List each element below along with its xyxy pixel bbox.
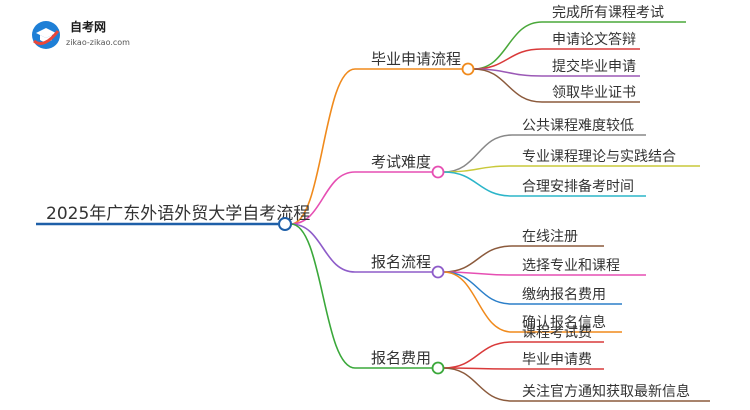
leaf-node-label[interactable]: 公共课程难度较低 bbox=[522, 118, 634, 134]
root-node-circle[interactable] bbox=[278, 217, 292, 231]
branch-edge bbox=[290, 68, 356, 225]
leaf-edge bbox=[443, 367, 513, 402]
leaf-edge bbox=[443, 171, 513, 197]
branch-edge bbox=[290, 171, 356, 225]
branch-node-circle[interactable] bbox=[461, 62, 475, 76]
branch-node-circle[interactable] bbox=[431, 265, 445, 279]
leaf-edge bbox=[473, 21, 543, 70]
leaf-node-label[interactable]: 申请论文答辩 bbox=[552, 31, 636, 48]
leaf-node-label[interactable]: 完成所有课程考试 bbox=[552, 5, 664, 21]
branch-node-circle[interactable] bbox=[431, 361, 445, 375]
leaf-edge bbox=[443, 341, 513, 369]
edges-layer bbox=[36, 21, 710, 402]
leaf-edge bbox=[443, 245, 513, 273]
branch-node-label[interactable]: 报名费用 bbox=[371, 349, 431, 367]
branch-edge bbox=[290, 223, 356, 273]
leaf-edge bbox=[473, 48, 543, 70]
leaf-edge bbox=[443, 165, 513, 173]
leaf-node-label[interactable]: 专业课程理论与实践结合 bbox=[522, 149, 676, 165]
leaf-node-label[interactable]: 在线注册 bbox=[522, 229, 578, 245]
logo-title: 自考网 bbox=[70, 20, 107, 34]
branch-node-label[interactable]: 报名流程 bbox=[371, 253, 431, 271]
leaf-node-label[interactable]: 领取毕业证书 bbox=[552, 85, 636, 101]
branch-edge bbox=[290, 223, 356, 369]
nodes-layer: 2025年广东外语外贸大学自考流程 毕业申请流程 完成所有课程考试申请论文答辩提交毕… bbox=[46, 5, 690, 400]
branch-node-label[interactable]: 考试难度 bbox=[371, 153, 431, 171]
leaf-edge bbox=[443, 271, 513, 333]
root-node-label[interactable]: 2025年广东外语外贸大学自考流程 bbox=[46, 204, 310, 224]
leaf-edge bbox=[443, 271, 513, 305]
leaf-node-label[interactable]: 合理安排备考时间 bbox=[522, 178, 634, 195]
leaf-edge bbox=[473, 68, 543, 103]
leaf-edge bbox=[443, 134, 513, 173]
graduation-cap-icon bbox=[32, 21, 60, 49]
branch-node-label[interactable]: 毕业申请流程 bbox=[371, 50, 461, 68]
leaf-node-label[interactable]: 毕业申请费 bbox=[522, 352, 592, 368]
logo-subtitle: zikao-zikao.com bbox=[66, 38, 130, 47]
branch-node-circle[interactable] bbox=[431, 165, 445, 179]
leaf-node-label[interactable]: 提交毕业申请 bbox=[552, 58, 636, 75]
leaf-node-label[interactable]: 确认报名信息 bbox=[522, 314, 606, 331]
leaf-node-label[interactable]: 课程考试费 bbox=[522, 325, 592, 341]
leaf-node-label[interactable]: 缴纳报名费用 bbox=[522, 287, 606, 303]
leaf-node-label[interactable]: 选择专业和课程 bbox=[522, 258, 620, 274]
leaf-node-label[interactable]: 关注官方通知获取最新信息 bbox=[522, 383, 690, 400]
site-logo[interactable]: 自考网 zikao-zikao.com bbox=[30, 16, 140, 56]
